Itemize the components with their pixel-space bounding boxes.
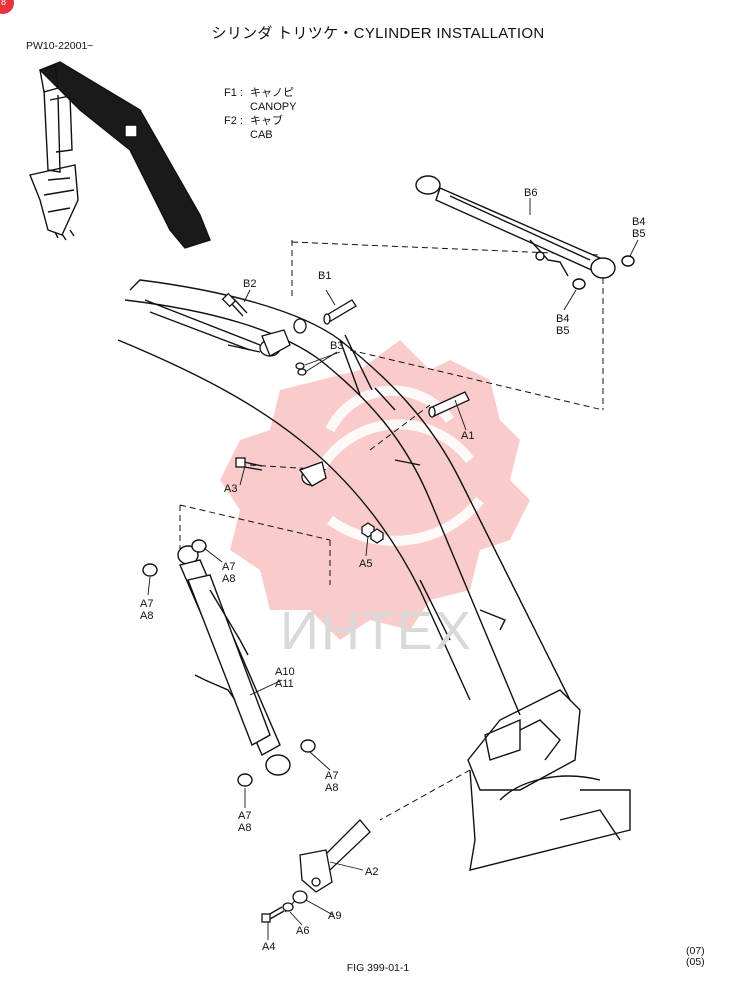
callout-a8: A8: [140, 610, 154, 622]
machine-thumbnail: [29, 61, 211, 249]
callout-a1: A1: [461, 430, 475, 442]
callout-b5: B5: [632, 228, 646, 240]
revision-code: (05): [686, 956, 705, 968]
callout-b6: B6: [524, 187, 538, 199]
callout-a4: A4: [262, 941, 276, 953]
boom-arm: [117, 279, 631, 871]
legend-item: CANOPY: [224, 100, 296, 114]
page-title: シリンダ トリツケ・CYLINDER INSTALLATION: [211, 25, 545, 42]
callout-a8: A8: [325, 782, 339, 794]
badge-label: 8: [1, 0, 7, 7]
page-badge: 8: [0, 0, 14, 14]
callout-b3: B3: [330, 340, 344, 352]
legend-item: F2 : キャブ: [224, 114, 296, 128]
callout-a7: A7: [222, 561, 236, 573]
legend-jp: キャノピ: [250, 87, 294, 99]
legend-en: CAB: [250, 129, 273, 141]
legend-en: CANOPY: [250, 101, 297, 113]
callout-a10: A10: [275, 666, 295, 678]
callout-a11: A11: [275, 678, 294, 690]
a10-cylinder: [142, 539, 316, 787]
callout-b4: B4: [632, 216, 646, 228]
callout-b4: B4: [556, 313, 570, 325]
legend-item: CAB: [224, 128, 296, 142]
legend: F1 : キャノピ CANOPY F2 : キャブ CAB: [224, 86, 296, 142]
callout-a8: A8: [222, 573, 236, 585]
callout-a8: A8: [238, 822, 252, 834]
callout-b5: B5: [556, 325, 570, 337]
callout-a7: A7: [140, 598, 154, 610]
callout-a2: A2: [365, 866, 379, 878]
figure-number: FIG 399-01-1: [346, 962, 410, 974]
revision-code: (07): [686, 945, 705, 957]
revision-codes: (07) (05): [686, 946, 705, 968]
callout-a7: A7: [325, 770, 339, 782]
watermark-text: ИНТЕХ: [280, 601, 473, 661]
callout-b2: B2: [243, 278, 257, 290]
callout-a5: A5: [359, 558, 373, 570]
callout-a7: A7: [238, 810, 252, 822]
callout-b1: B1: [318, 270, 332, 282]
leader-lines: [147, 198, 639, 940]
serial-range: PW10-22001~: [26, 40, 94, 52]
legend-item: F1 : キャノピ: [224, 86, 296, 100]
callout-a6: A6: [296, 925, 310, 937]
legend-code: F1 :: [224, 87, 243, 99]
callout-a3: A3: [224, 483, 238, 495]
legend-jp: キャブ: [250, 115, 283, 127]
b6-cylinder: [415, 175, 635, 290]
watermark-gear-icon: [220, 340, 530, 640]
callout-a9: A9: [328, 910, 342, 922]
legend-code: F2 :: [224, 115, 243, 127]
pins-and-bushings: [221, 292, 470, 923]
